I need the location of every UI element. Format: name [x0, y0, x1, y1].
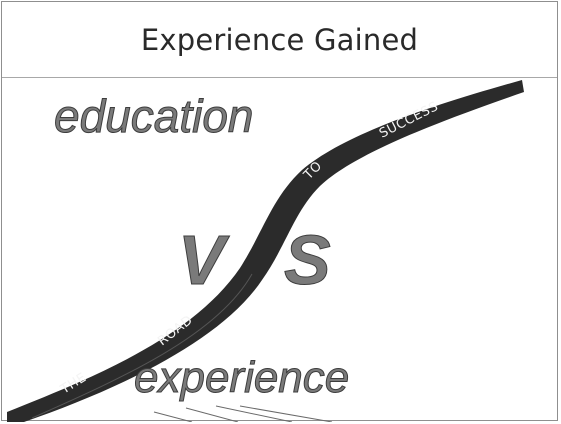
vs-letter-s: S: [284, 221, 331, 299]
vs-letter-v: V: [178, 221, 230, 299]
slide-header: Experience Gained: [2, 2, 557, 78]
slide-title: Experience Gained: [140, 22, 419, 57]
road-edge-line: [31, 273, 253, 419]
bottom-streak-lines: [153, 405, 333, 422]
education-word: education: [54, 90, 254, 142]
road-curve: [7, 80, 524, 422]
experience-word: experience: [134, 353, 349, 402]
road-to-success-illustration: education V S THE ROAD TO SUCCESS experi…: [7, 80, 524, 422]
